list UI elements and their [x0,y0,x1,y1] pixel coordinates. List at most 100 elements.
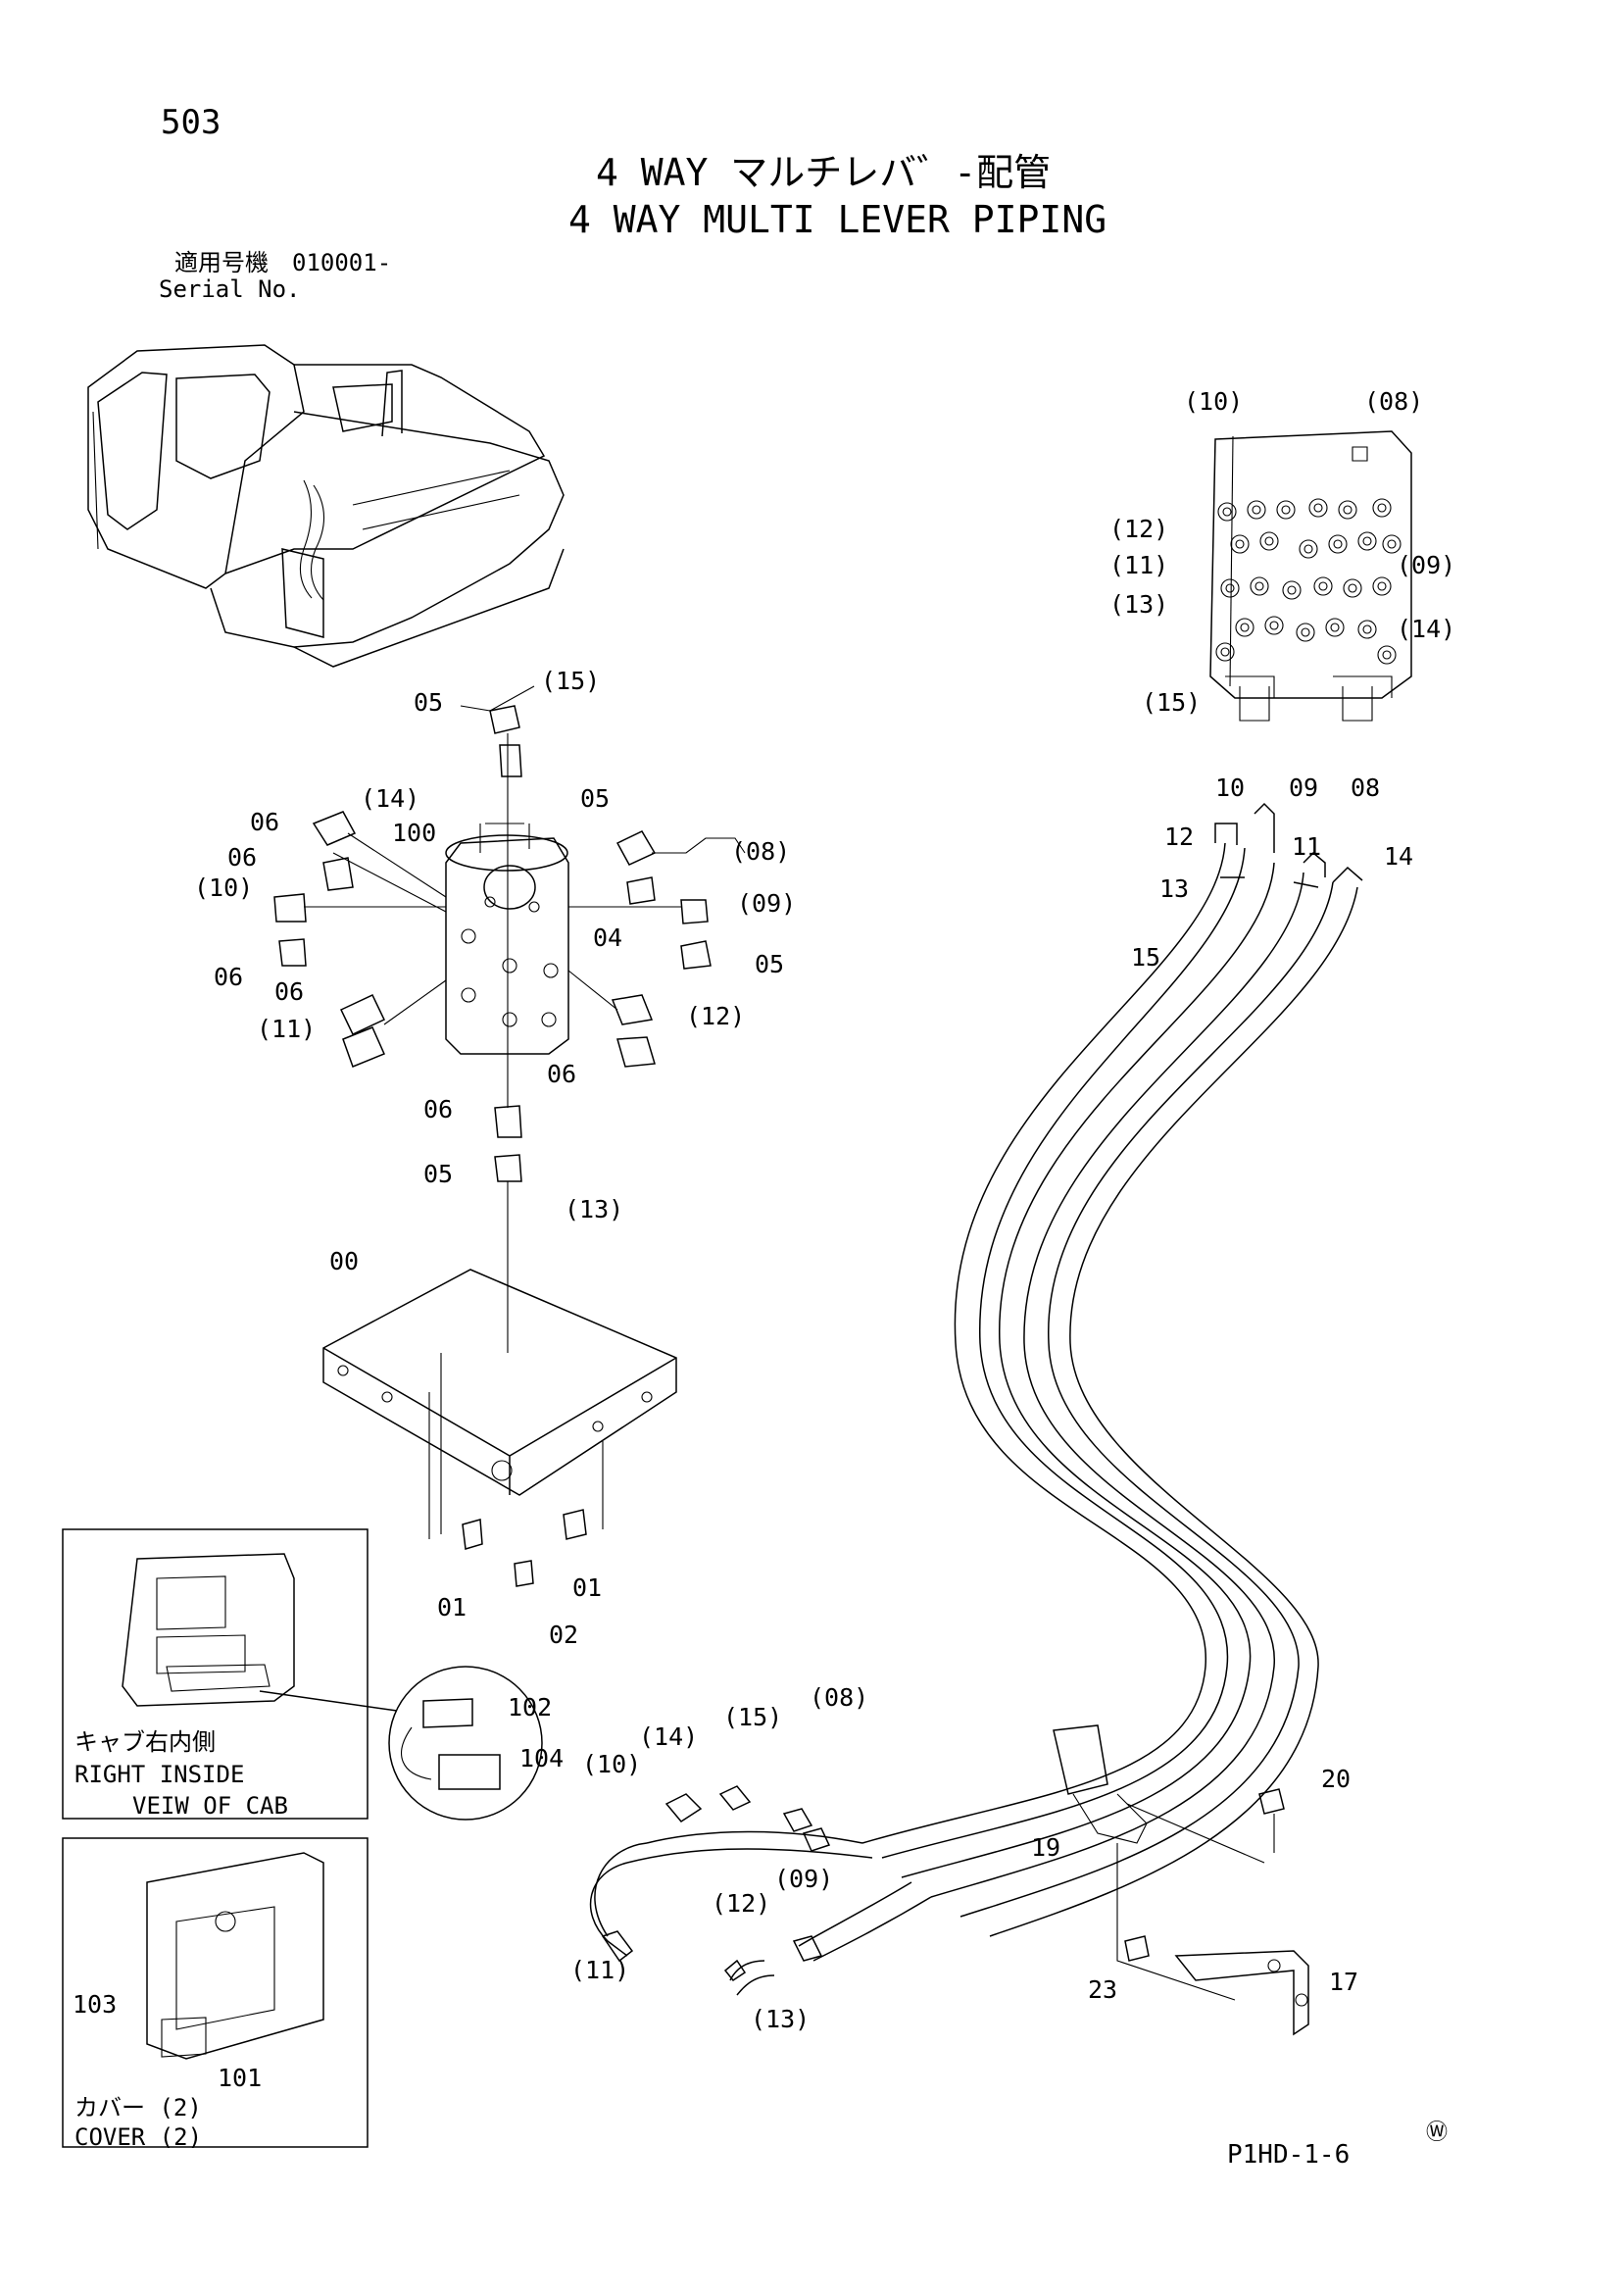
callout-label: 104 [519,1744,564,1772]
port-bore-icon [1382,650,1392,660]
callout-label: 102 [508,1693,552,1722]
callout-label: 05 [414,688,443,717]
port-bore-icon [1264,536,1274,546]
callout-label: 23 [1088,1975,1117,2004]
callout-label: 06 [227,843,257,872]
port-bore-icon [1330,623,1340,632]
port-bore-icon [1343,505,1352,515]
callout-label: (09) [737,889,796,918]
callout-label: 05 [580,784,610,813]
inset-cover-view [62,1837,369,2148]
port-bore-icon [1318,581,1328,591]
port-fitting-icon [1313,576,1333,596]
callout-label: 12 [1164,823,1194,851]
port-fitting-icon [1372,498,1392,518]
port-bore-icon [1235,539,1245,549]
port-bore-icon [1220,647,1230,657]
w-mark-icon: Ⓦ [1426,2121,1448,2145]
serial-label-japanese: 適用号機 010001- [174,249,392,276]
title-japanese: 4 WAY マルチレバ゛-配管 [596,151,1052,194]
port-fitting-icon [1235,618,1254,637]
callout-label: (14) [361,784,419,813]
callout-label: (08) [731,837,790,866]
inset-caption: カバー (2) [74,2094,202,2121]
port-fitting-icon [1264,616,1284,635]
callout-label: (12) [686,1002,745,1030]
callout-label: (10) [1184,387,1243,416]
hose-bundle [589,802,1363,2036]
valve-block-detail [1209,430,1412,722]
port-bore-icon [1240,623,1250,632]
port-bore-icon [1303,544,1313,554]
mounting-base [322,1269,677,1587]
callout-label: 14 [1384,842,1413,871]
callout-label: (09) [1397,551,1455,579]
callout-label: 06 [547,1060,576,1088]
port-bore-icon [1222,507,1232,517]
port-fitting-icon [1230,534,1250,554]
port-fitting-icon [1259,531,1279,551]
port-fitting-icon [1357,620,1377,639]
inset-caption: RIGHT INSIDE [74,1761,244,1788]
port-bore-icon [1377,581,1387,591]
callout-label: 19 [1031,1833,1060,1862]
callout-label: 100 [392,819,436,847]
port-bore-icon [1281,505,1291,515]
callout-label: 01 [437,1593,467,1622]
port-fitting-icon [1328,534,1348,554]
callout-label: 05 [423,1160,453,1188]
port-fitting-icon [1357,531,1377,551]
port-fitting-icon [1382,534,1402,554]
callout-label: (15) [723,1703,782,1731]
port-fitting-icon [1220,578,1240,598]
callout-label: 01 [572,1573,602,1602]
callout-label: (14) [1397,615,1455,643]
port-fitting-icon [1377,645,1397,665]
port-fitting-icon [1296,623,1315,642]
port-bore-icon [1333,539,1343,549]
callout-label: 13 [1159,874,1189,903]
callout-label: 103 [73,1990,117,2019]
port-fitting-icon [1250,576,1269,596]
port-bore-icon [1269,621,1279,630]
callout-label: 02 [549,1621,578,1649]
port-bore-icon [1225,583,1235,593]
port-bore-icon [1362,624,1372,634]
inset-cab-zoom [388,1666,543,1821]
page-number: 503 [161,103,221,142]
callout-label: (08) [1364,387,1423,416]
inset-caption: キャブ右内側 [74,1728,216,1756]
port-bore-icon [1377,503,1387,513]
callout-label: 10 [1215,774,1245,802]
port-fitting-icon [1247,500,1266,520]
callout-label: 09 [1289,774,1318,802]
callout-label: (13) [751,2005,810,2033]
port-bore-icon [1287,585,1297,595]
callout-label: (13) [565,1195,623,1223]
callout-label: (09) [774,1865,833,1893]
callout-label: (14) [639,1722,698,1751]
excavator-illustration [87,344,565,668]
port-bore-icon [1362,536,1372,546]
port-fitting-icon [1325,618,1345,637]
inset-cab-view [62,1528,398,1820]
port-fitting-icon [1217,502,1237,522]
port-fitting-icon [1276,500,1296,520]
port-fitting-icon [1215,642,1235,662]
inset-caption: VEIW OF CAB [132,1792,288,1820]
serial-label-english: Serial No. [159,275,301,303]
callout-label: 06 [250,808,279,836]
callout-label: 20 [1321,1765,1351,1793]
callout-label: 00 [329,1247,359,1275]
title-english: 4 WAY MULTI LEVER PIPING [568,198,1107,241]
port-fitting-icon [1282,580,1302,600]
callout-label: (13) [1109,590,1168,619]
callout-label: 05 [755,950,784,978]
callout-label: 17 [1329,1968,1358,1996]
callout-label: (10) [194,873,253,902]
inset-caption: COVER (2) [74,2123,202,2151]
multi-lever-valve [273,685,746,1353]
document-code: P1HD-1-6 [1227,2140,1351,2170]
callout-label: (11) [257,1015,316,1043]
callout-label: (11) [570,1956,629,1984]
